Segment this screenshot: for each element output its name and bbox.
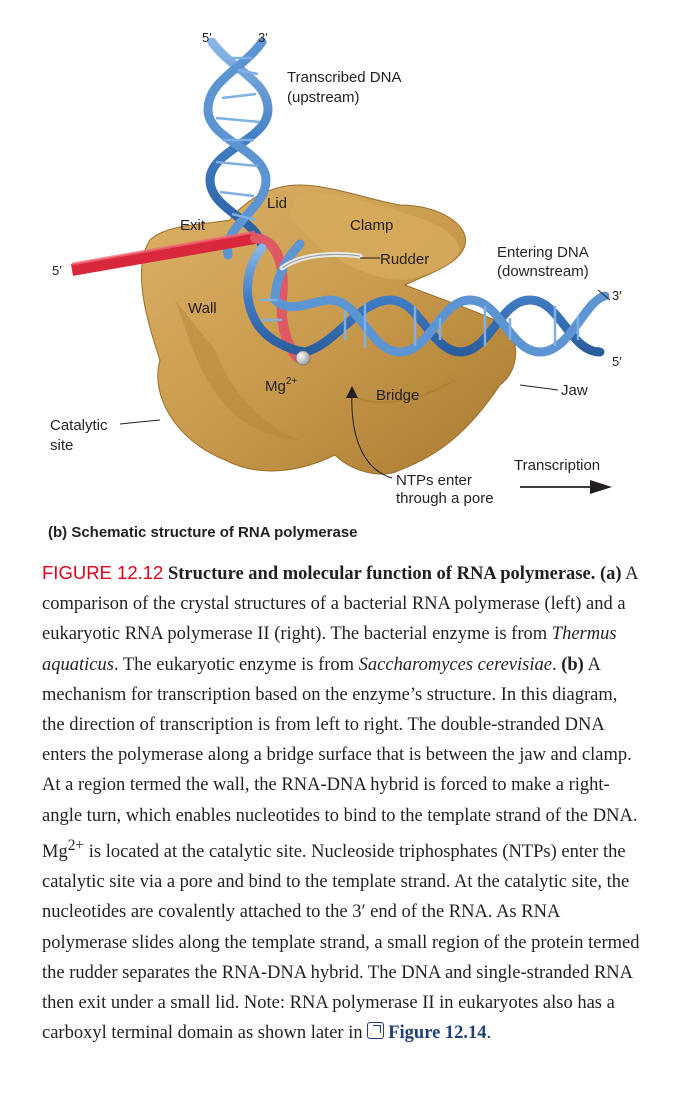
label-clamp: Clamp bbox=[350, 217, 393, 234]
part-b-text-2: is located at the catalytic site. Nucleo… bbox=[42, 841, 640, 1044]
label-site: site bbox=[50, 437, 73, 454]
figure-number: FIGURE 12.12 bbox=[42, 562, 164, 583]
figure-12-14-link[interactable]: Figure 12.14 bbox=[388, 1023, 487, 1044]
label-through-pore: through a pore bbox=[396, 490, 494, 507]
part-a-text-3: . bbox=[551, 654, 557, 675]
label-transcribed-dna: Transcribed DNA bbox=[287, 69, 401, 86]
panel-title: (b) Schematic structure of RNA polymeras… bbox=[48, 524, 358, 541]
part-a-label: (a) bbox=[599, 564, 622, 584]
upstream-dna-helix bbox=[203, 37, 273, 260]
downstream-dna-helix bbox=[243, 239, 610, 357]
part-a-text-1: A comparison of the crystal structures o… bbox=[42, 564, 638, 645]
label-mg: Mg2+ bbox=[265, 376, 297, 395]
label-rudder: Rudder bbox=[380, 251, 429, 268]
label-3prime-right: 3′ bbox=[612, 288, 622, 303]
species-1: Thermus aquaticus bbox=[42, 624, 617, 675]
figure-title: Structure and molecular function of RNA … bbox=[167, 564, 596, 584]
label-bridge: Bridge bbox=[376, 387, 419, 404]
label-ntps-enter: NTPs enter bbox=[396, 472, 472, 489]
mg-ion bbox=[295, 350, 311, 366]
part-b-text-1: A mechanism for transcription based on t… bbox=[42, 654, 638, 826]
label-upstream: (upstream) bbox=[287, 89, 360, 106]
label-5prime-left: 5′ bbox=[52, 263, 62, 278]
leader-lines bbox=[119, 257, 611, 479]
mg-text: Mg2+ bbox=[42, 836, 85, 862]
rna-polymerase-diagram: 5′ 3′ Transcribed DNA (upstream) Lid Exi… bbox=[48, 30, 622, 541]
label-entering-dna: Entering DNA bbox=[497, 244, 589, 261]
label-3prime-top: 3′ bbox=[258, 30, 268, 45]
label-exit: Exit bbox=[180, 217, 206, 234]
label-wall: Wall bbox=[188, 300, 217, 317]
label-downstream: (downstream) bbox=[497, 263, 589, 280]
species-2: Saccharomyces cerevisiae bbox=[358, 654, 552, 675]
external-link-icon[interactable] bbox=[367, 1022, 385, 1040]
transcription-arrow bbox=[520, 480, 612, 494]
label-jaw: Jaw bbox=[561, 382, 588, 399]
label-5prime-right: 5′ bbox=[612, 354, 622, 369]
caption-end: . bbox=[486, 1023, 492, 1044]
part-b-label: (b) bbox=[561, 654, 584, 675]
ntp-pore-arrowhead bbox=[346, 386, 358, 398]
figure-caption: FIGURE 12.12 Structure and molecular fun… bbox=[42, 558, 642, 1048]
part-a-text-2: . The eukaryotic enzyme is from bbox=[113, 654, 355, 675]
label-lid: Lid bbox=[267, 195, 287, 212]
label-5prime-top: 5′ bbox=[202, 30, 212, 45]
label-catalytic: Catalytic bbox=[50, 417, 108, 434]
label-transcription: Transcription bbox=[514, 457, 600, 474]
